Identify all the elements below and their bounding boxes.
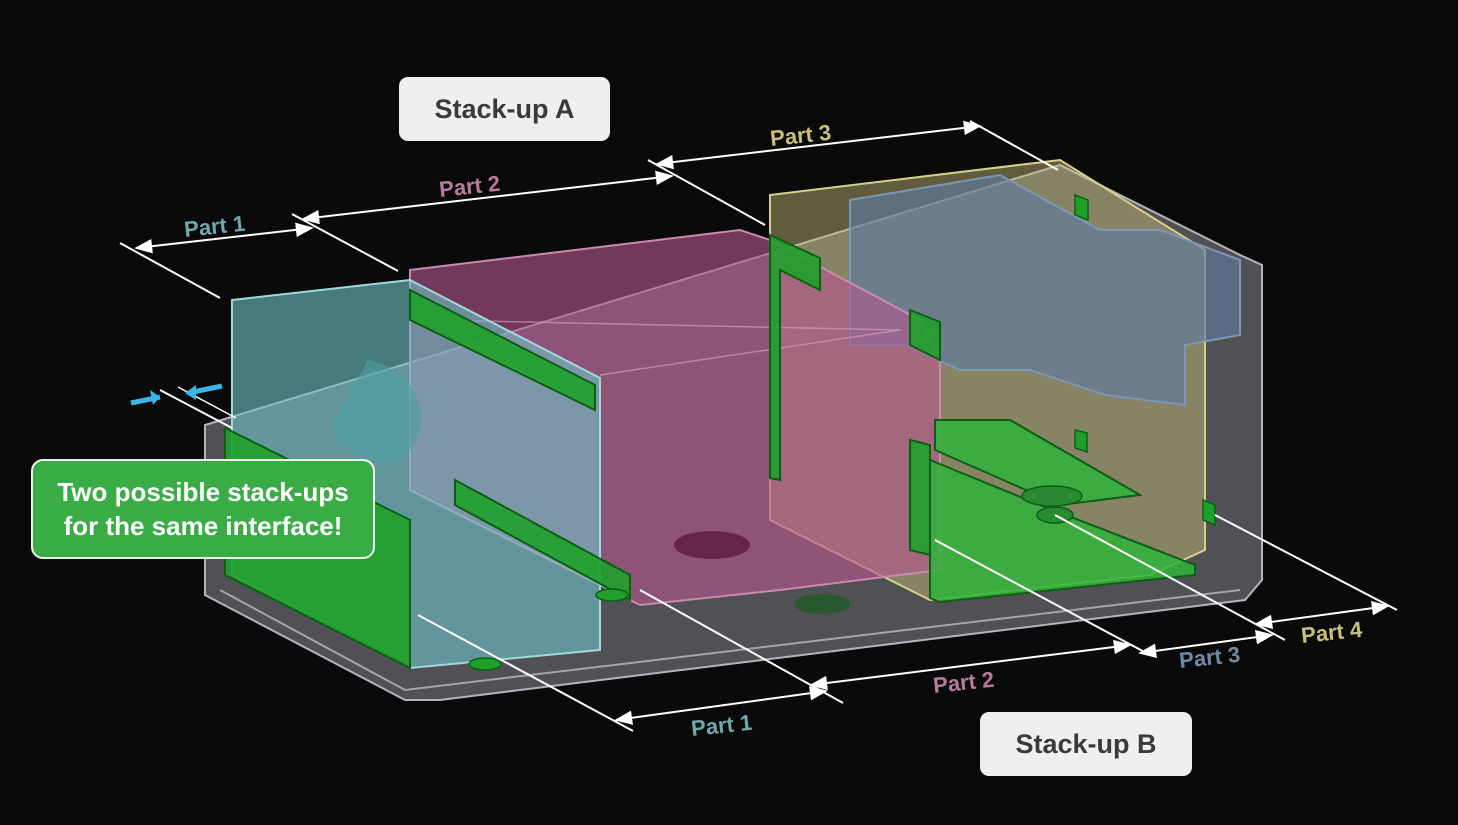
stackup-a-title: Stack-up A	[399, 77, 610, 141]
callout-line-2: for the same interface!	[63, 511, 343, 541]
dim-b-part4-label: Part 4	[1300, 617, 1364, 648]
dim-b-part1-arrow	[614, 686, 828, 725]
dim-a-part3-label: Part 3	[769, 120, 832, 151]
dim-a-part1-arrow	[134, 222, 314, 254]
dim-b-part1-label: Part 1	[690, 710, 753, 741]
dim-b-part2-arrow	[809, 639, 1132, 691]
dim-b-part2-label: Part 2	[932, 667, 995, 698]
blue-arrow-left-icon	[192, 383, 223, 395]
dim-b-part3-label: Part 3	[1178, 642, 1241, 673]
dim-a-part3-arrow	[655, 120, 982, 170]
callout-line-1: Two possible stack-ups	[57, 477, 349, 507]
dim-a-part2-arrow	[301, 170, 674, 225]
dim-b-part4-arrow	[1254, 601, 1390, 629]
gap-indicator-arrows	[130, 383, 237, 429]
stackup-b-dimensions	[417, 514, 1398, 732]
stackup-b-title: Stack-up B	[980, 712, 1192, 776]
stackup-a-dimensions	[119, 120, 1059, 299]
dim-b-part3-arrow	[1138, 630, 1274, 658]
callout-note: Two possible stack-ups for the same inte…	[31, 459, 375, 559]
